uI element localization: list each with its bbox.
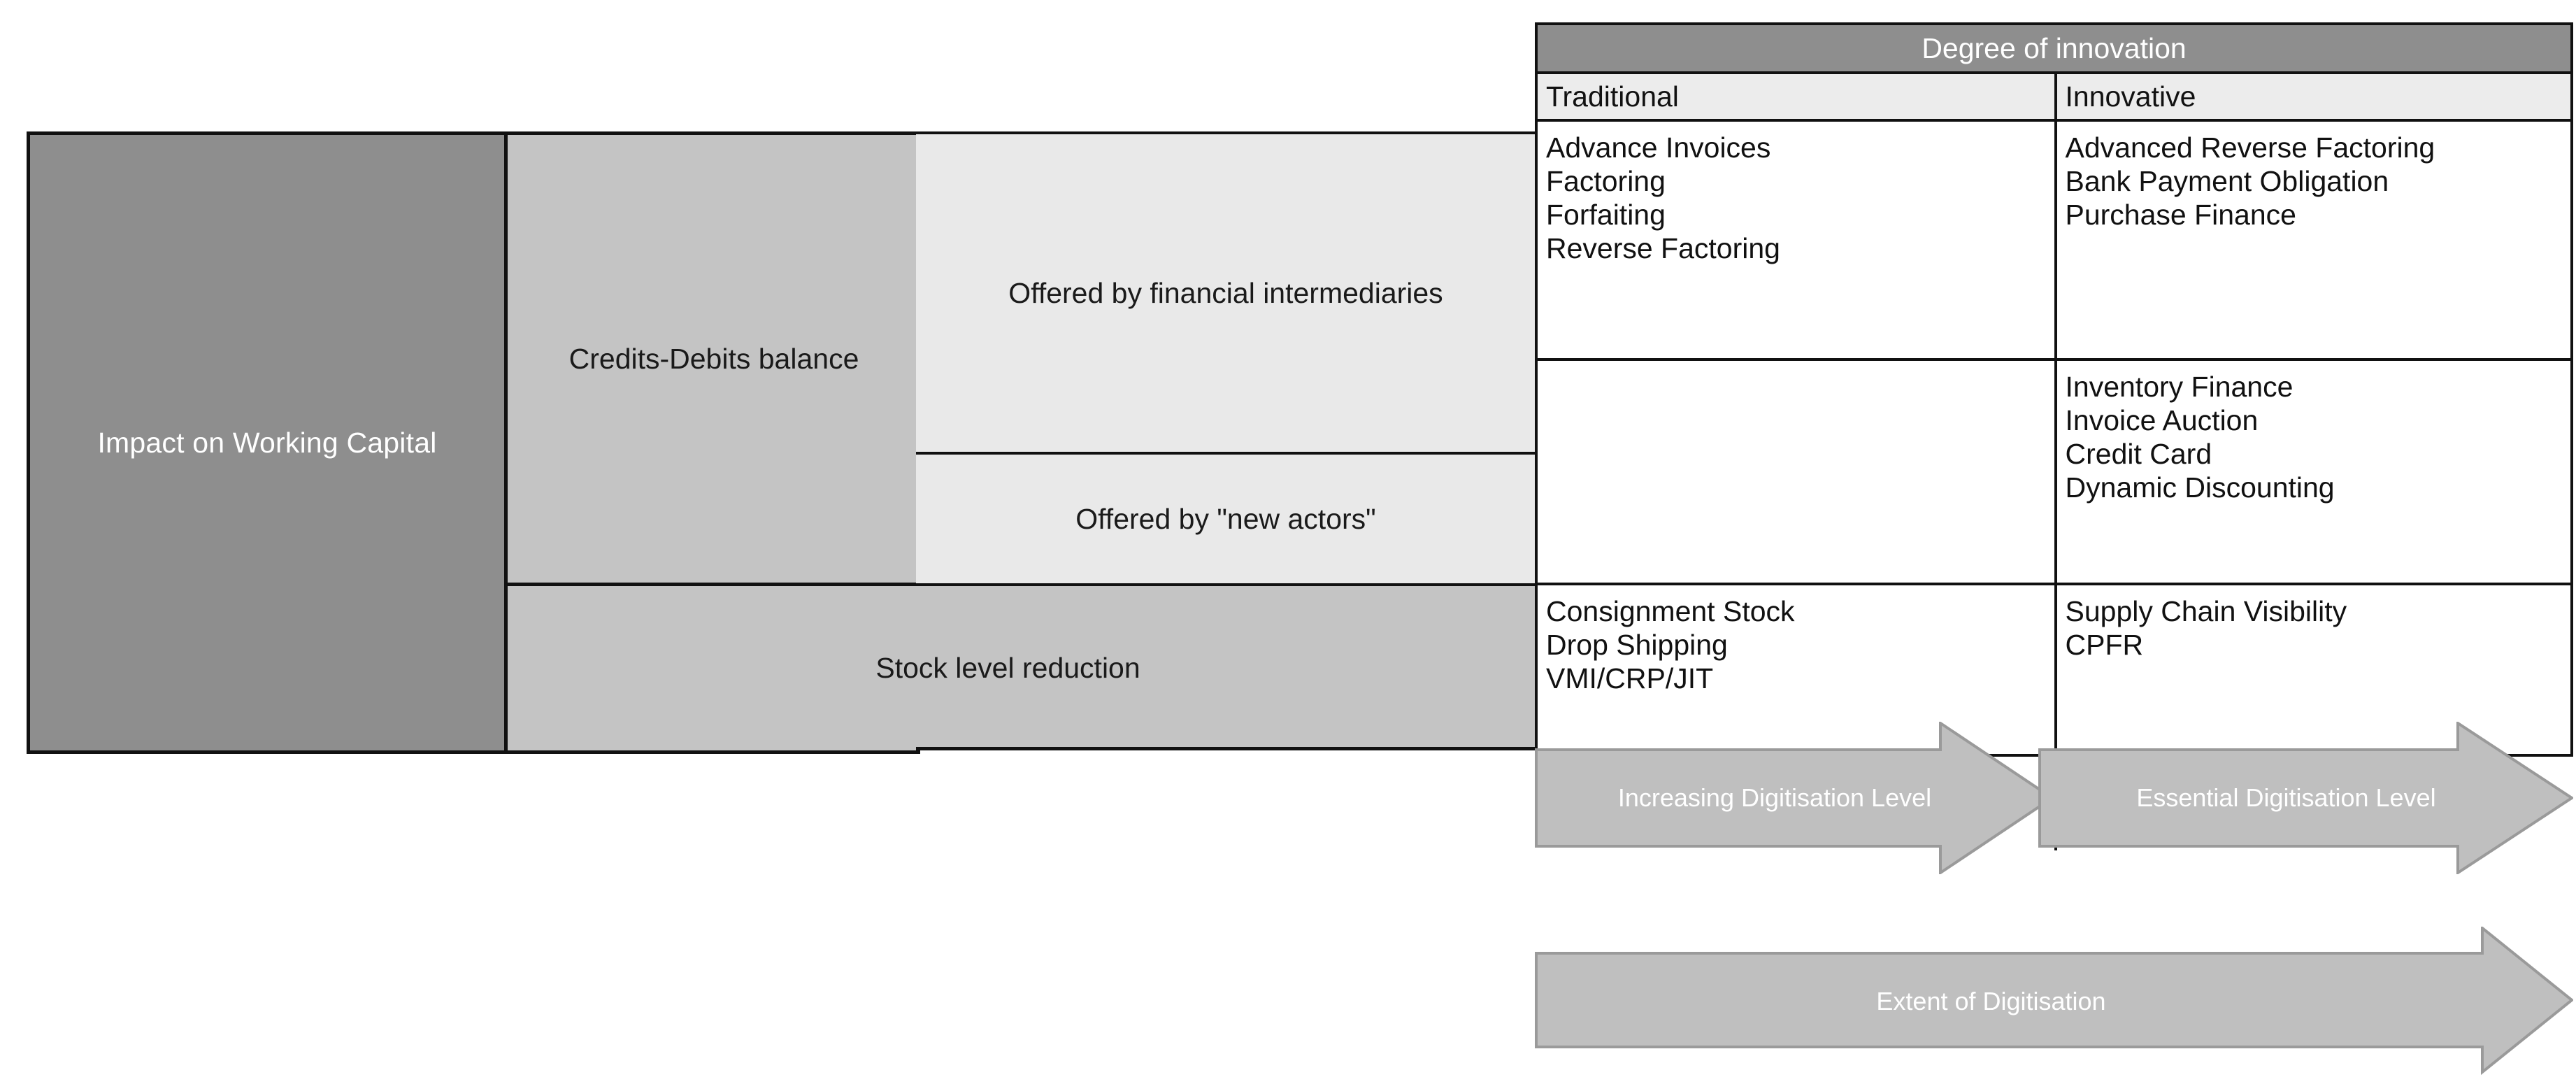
cell-traditional-stock-level-reduction: Consignment Stock Drop Shipping VMI/CRP/… — [1538, 585, 2054, 850]
list-item: Bank Payment Obligation — [2065, 164, 2389, 197]
cell-traditional-new-actors — [1538, 361, 2054, 583]
list-item: Drop Shipping — [1546, 628, 1728, 661]
list-item: Advanced Reverse Factoring — [2065, 131, 2435, 164]
stock-level-reduction-band — [916, 586, 1538, 750]
list-item: Advance Invoices — [1546, 131, 1771, 164]
table-row: Inventory Finance Invoice Auction Credit… — [1538, 361, 2570, 585]
arrow-label: Extent of Digitisation — [1876, 987, 2106, 1016]
degree-of-innovation-table: Degree of innovation Traditional Innovat… — [1535, 22, 2573, 850]
list-item: Credit Card — [2065, 437, 2212, 470]
list-item: Reverse Factoring — [1546, 231, 1780, 264]
branch-credits-debits-balance: Credits-Debits balance — [508, 135, 920, 586]
list-item: Forfaiting — [1546, 198, 1666, 231]
branch-stock-level-reduction — [508, 586, 920, 750]
subbranch-offered-by-financial-intermediaries: Offered by financial intermediaries — [916, 131, 1538, 455]
table-column-headers: Traditional Innovative — [1538, 74, 2570, 122]
list-item: Factoring — [1546, 164, 1666, 197]
list-item: Purchase Finance — [2065, 198, 2296, 231]
cell-innovative-financial-intermediaries: Advanced Reverse Factoring Bank Payment … — [2054, 122, 2571, 358]
right-arrow-icon — [2038, 722, 2573, 874]
root-node-impact-on-working-capital: Impact on Working Capital — [30, 135, 508, 750]
column-header-traditional: Traditional — [1546, 80, 1679, 113]
table-row: Advance Invoices Factoring Forfaiting Re… — [1538, 122, 2570, 361]
arrow-label: Essential Digitisation Level — [2136, 783, 2436, 812]
list-item: Supply Chain Visibility — [2065, 595, 2347, 627]
cell-innovative-new-actors: Inventory Finance Invoice Auction Credit… — [2054, 361, 2571, 583]
extent-of-digitisation-arrow: Extent of Digitisation — [1535, 927, 2573, 1077]
cell-innovative-stock-level-reduction: Supply Chain Visibility CPFR — [2054, 585, 2571, 850]
right-arrow-icon — [1535, 722, 2054, 874]
table-body: Advance Invoices Factoring Forfaiting Re… — [1538, 122, 2570, 850]
cell-traditional-financial-intermediaries: Advance Invoices Factoring Forfaiting Re… — [1538, 122, 2054, 358]
list-item: Consignment Stock — [1546, 595, 1795, 627]
list-item: VMI/CRP/JIT — [1546, 662, 1714, 694]
list-item: CPFR — [2065, 628, 2144, 661]
increasing-digitisation-arrow: Increasing Digitisation Level — [1535, 722, 2054, 874]
right-arrow-icon — [1535, 927, 2573, 1076]
essential-digitisation-arrow: Essential Digitisation Level — [2038, 722, 2573, 874]
list-item: Invoice Auction — [2065, 404, 2259, 436]
arrow-label: Increasing Digitisation Level — [1617, 783, 1932, 812]
list-item: Inventory Finance — [2065, 371, 2294, 403]
table-row: Consignment Stock Drop Shipping VMI/CRP/… — [1538, 585, 2570, 850]
working-capital-matrix: Impact on Working Capital Credits-Debits… — [27, 131, 920, 754]
matrix-sub-column: Offered by financial intermediaries Offe… — [916, 131, 1538, 754]
list-item: Dynamic Discounting — [2065, 471, 2335, 504]
table-header-degree-of-innovation: Degree of innovation — [1538, 25, 2570, 74]
subbranch-offered-by-new-actors: Offered by "new actors" — [916, 455, 1538, 586]
column-header-innovative: Innovative — [2054, 74, 2571, 119]
